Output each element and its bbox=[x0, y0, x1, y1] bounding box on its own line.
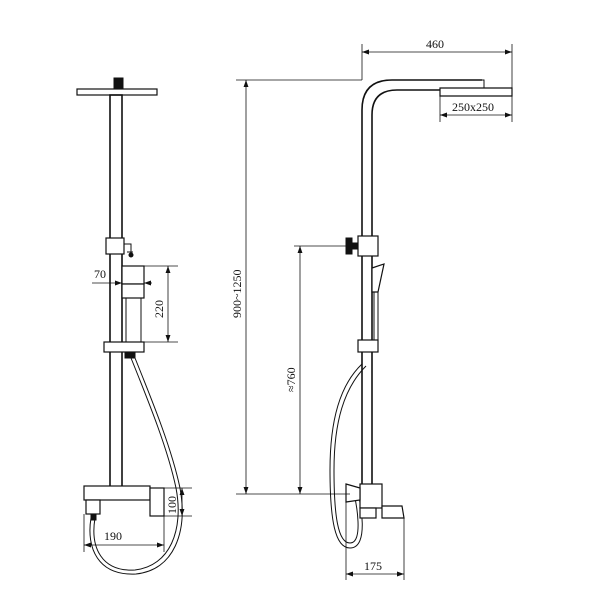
dim-70: 70 bbox=[92, 265, 152, 290]
front-diverter-handle bbox=[345, 237, 353, 255]
dim-460-label: 460 bbox=[426, 37, 444, 51]
side-diverter-block bbox=[105, 237, 125, 255]
dim-760: ≈760 bbox=[284, 245, 346, 494]
side-spout bbox=[149, 487, 165, 517]
dim-760-label: ≈760 bbox=[284, 367, 298, 392]
dim-175: 175 bbox=[345, 502, 405, 580]
side-shower-head bbox=[76, 88, 158, 96]
side-head-connector bbox=[113, 77, 124, 90]
side-handshower-body bbox=[121, 283, 145, 299]
dim-175-label: 175 bbox=[364, 559, 382, 573]
side-view: 70 220 100 190 bbox=[76, 77, 192, 575]
front-shower-hose bbox=[329, 363, 363, 549]
front-mixer-body bbox=[359, 483, 383, 509]
dim-220-label: 220 bbox=[152, 300, 166, 318]
dim-900-1250-label: 900~1250 bbox=[230, 270, 244, 319]
side-diverter-handle bbox=[124, 243, 133, 253]
side-slide-clamp bbox=[103, 341, 145, 353]
front-view: 460 250x250 900~1250 ≈760 175 bbox=[230, 37, 513, 580]
front-shower-head bbox=[439, 87, 513, 97]
side-mixer-body bbox=[83, 485, 151, 501]
front-riser-arm bbox=[361, 79, 482, 490]
dim-100-label: 100 bbox=[165, 496, 179, 514]
dim-250x250-label: 250x250 bbox=[452, 100, 494, 114]
front-hand-shower-head bbox=[371, 263, 385, 293]
dim-70-label: 70 bbox=[94, 267, 106, 281]
front-mixer-base bbox=[359, 507, 377, 519]
side-handshower-holder bbox=[121, 265, 145, 285]
side-diverter-knob bbox=[128, 252, 134, 258]
front-slide-clamp bbox=[357, 339, 379, 353]
dim-900-1250: 900~1250 bbox=[230, 79, 362, 495]
front-hand-shower-grip bbox=[373, 292, 379, 340]
side-hose-outlet bbox=[124, 351, 136, 359]
side-mixer-inlet bbox=[85, 499, 101, 515]
dim-190-label: 190 bbox=[104, 529, 122, 543]
dim-190: 190 bbox=[83, 514, 165, 552]
dim-460: 460 bbox=[361, 37, 513, 88]
front-spout bbox=[381, 505, 405, 519]
dim-220: 220 bbox=[144, 265, 178, 343]
front-diverter-block bbox=[357, 235, 379, 257]
side-mixer-nut bbox=[90, 513, 97, 521]
dim-250x250: 250x250 bbox=[439, 96, 513, 122]
side-shower-hose bbox=[93, 357, 179, 571]
front-diverter-stem bbox=[351, 242, 359, 250]
front-mixer-lever bbox=[345, 483, 361, 503]
dim-100: 100 bbox=[164, 487, 192, 517]
side-riser-pipe bbox=[109, 94, 123, 491]
